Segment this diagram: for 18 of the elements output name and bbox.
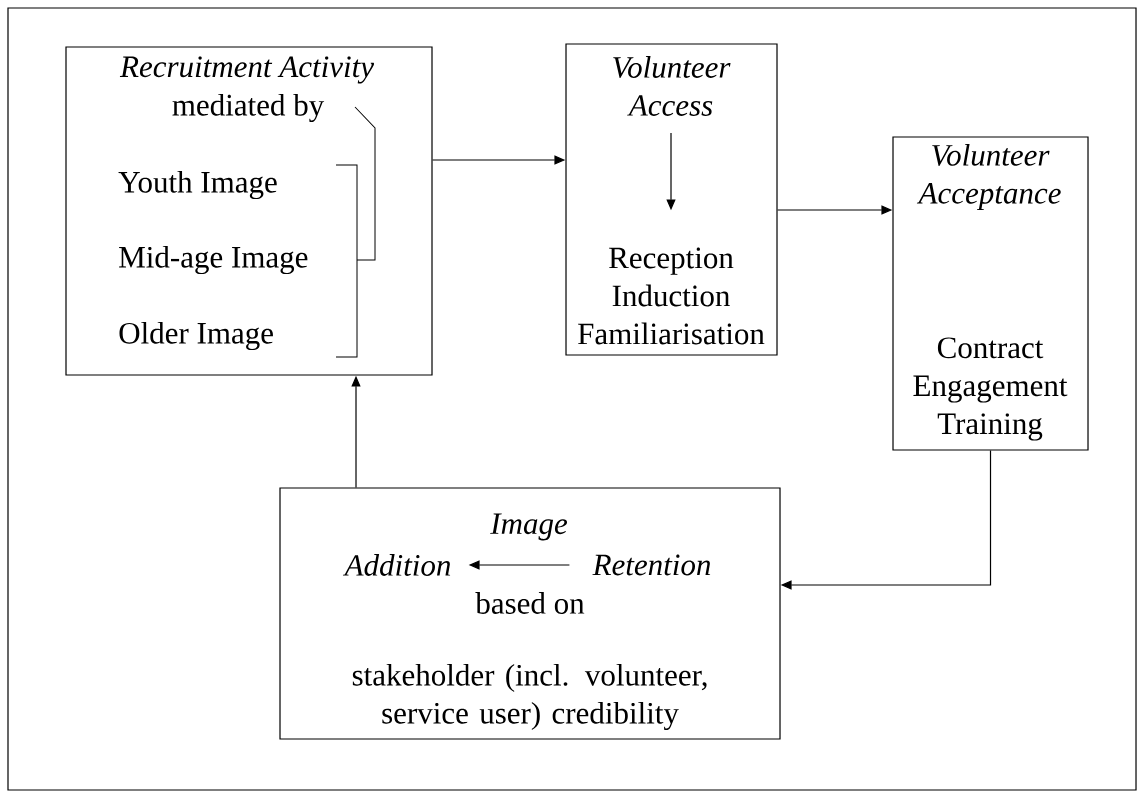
box-heading: Volunteer Access [613,56,731,116]
step-list: Contract Engagement Training [913,337,1068,441]
box-heading: Recruitment Activity [119,56,375,84]
process-box [892,136,1089,451]
stage-label: Retention [592,554,711,576]
process-box [279,487,781,740]
box-text: stakeholder (incl. volunteer, service user) credibility [352,663,707,731]
stage-label: Addition [342,554,451,576]
list-item: Mid-age Image [119,245,308,275]
box-text: based on [475,592,585,614]
box-heading: Image [490,513,568,541]
process-box [65,46,433,376]
list-item: Youth Image [118,170,277,200]
process-box [565,43,778,356]
step-list: Reception Induction Familiarisation [578,247,765,345]
list-item: Older Image [119,321,273,351]
box-text: mediated by [172,93,325,123]
box-heading: Volunteer Acceptance [916,143,1061,211]
